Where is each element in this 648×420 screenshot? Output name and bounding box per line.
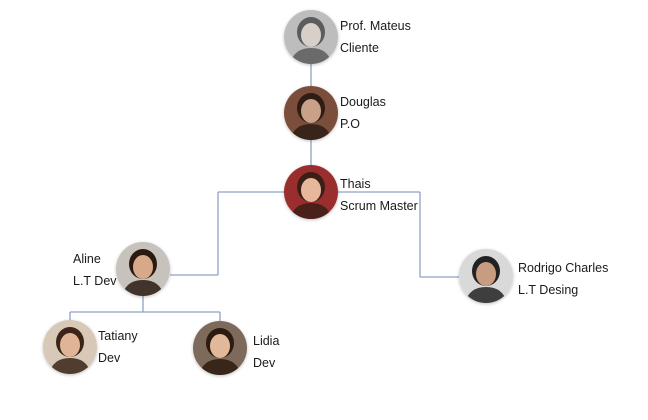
node-tatiany: [43, 320, 97, 374]
label-lidia: Lidia Dev: [253, 330, 279, 374]
photo-shoulders: [290, 203, 332, 219]
person-photo-icon: [284, 165, 338, 219]
avatar-thais: [284, 165, 338, 219]
avatar-douglas: [284, 86, 338, 140]
photo-face: [476, 262, 496, 286]
photo-face: [60, 333, 80, 357]
photo-shoulders: [49, 358, 91, 374]
node-rodrigo: [459, 249, 513, 303]
name-mateus: Prof. Mateus: [340, 19, 411, 33]
photo-shoulders: [465, 287, 507, 303]
person-photo-icon: [193, 321, 247, 375]
node-lidia: [193, 321, 247, 375]
avatar-rodrigo: [459, 249, 513, 303]
name-thais: Thais: [340, 177, 371, 191]
photo-face: [301, 99, 321, 123]
photo-face: [301, 178, 321, 202]
label-douglas: Douglas P.O: [340, 91, 386, 135]
label-thais: Thais Scrum Master: [340, 173, 418, 217]
avatar-mateus: [284, 10, 338, 64]
photo-shoulders: [122, 280, 164, 296]
label-mateus: Prof. Mateus Cliente: [340, 15, 411, 59]
photo-shoulders: [199, 359, 241, 375]
label-tatiany: Tatiany Dev: [98, 325, 138, 369]
role-thais: Scrum Master: [340, 199, 418, 213]
role-mateus: Cliente: [340, 41, 379, 55]
photo-shoulders: [290, 48, 332, 64]
node-thais: [284, 165, 338, 219]
name-douglas: Douglas: [340, 95, 386, 109]
person-photo-icon: [284, 86, 338, 140]
name-rodrigo: Rodrigo Charles: [518, 261, 609, 275]
node-mateus: [284, 10, 338, 64]
avatar-tatiany: [43, 320, 97, 374]
person-photo-icon: [459, 249, 513, 303]
avatar-lidia: [193, 321, 247, 375]
photo-face: [210, 334, 230, 358]
photo-face: [301, 23, 321, 47]
role-douglas: P.O: [340, 117, 360, 131]
photo-face: [133, 255, 153, 279]
label-aline: Aline L.T Dev: [73, 248, 117, 292]
person-photo-icon: [284, 10, 338, 64]
name-tatiany: Tatiany: [98, 329, 138, 343]
label-rodrigo: Rodrigo Charles L.T Desing: [518, 257, 608, 301]
name-lidia: Lidia: [253, 334, 280, 348]
node-douglas: [284, 86, 338, 140]
person-photo-icon: [116, 242, 170, 296]
role-rodrigo: L.T Desing: [518, 283, 579, 297]
role-aline: L.T Dev: [73, 274, 117, 288]
photo-shoulders: [290, 124, 332, 140]
node-aline: [116, 242, 170, 296]
avatar-aline: [116, 242, 170, 296]
person-photo-icon: [43, 320, 97, 374]
role-tatiany: Dev: [98, 351, 121, 365]
role-lidia: Dev: [253, 356, 276, 370]
name-aline: Aline: [73, 252, 101, 266]
